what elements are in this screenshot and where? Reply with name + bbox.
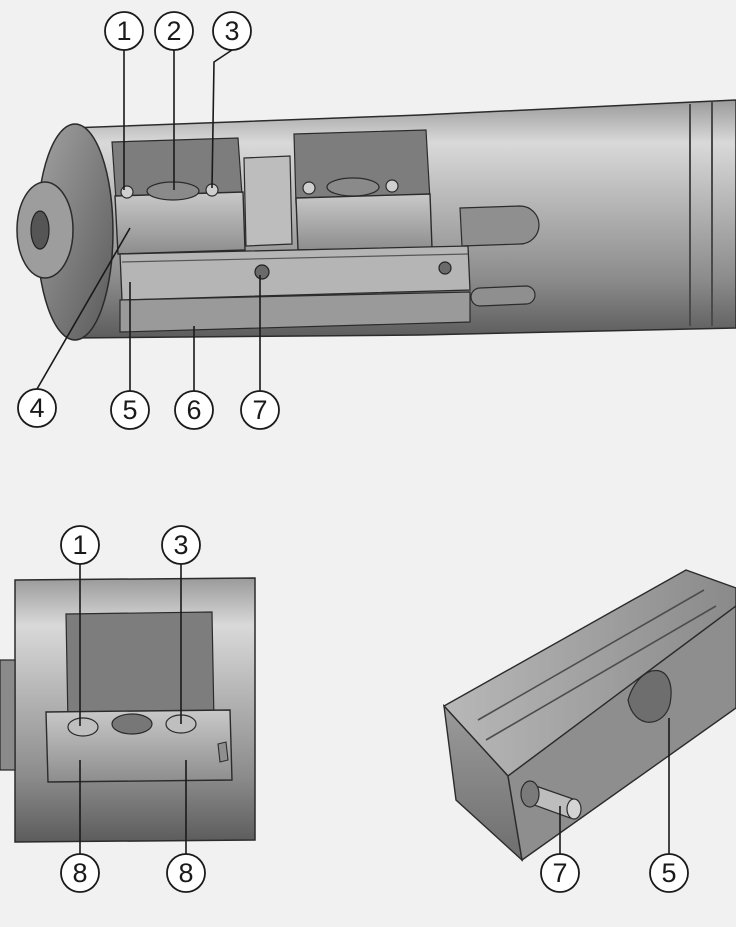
callout: 8: [60, 853, 100, 893]
clamp-block: [295, 193, 433, 251]
screw-head: [385, 179, 399, 193]
pin: [254, 264, 270, 280]
callout-circle: [540, 853, 580, 893]
callout-number: 3: [224, 16, 239, 46]
clamp-block: [114, 191, 246, 255]
callout-number: 6: [186, 395, 201, 425]
screw-head: [120, 185, 134, 199]
center-bore: [30, 210, 50, 250]
callout-number: 8: [178, 858, 193, 888]
slot: [459, 205, 540, 247]
screw-head: [67, 717, 99, 737]
insert-view: [442, 569, 736, 862]
spacer-block: [243, 155, 293, 247]
callout-number: 7: [252, 395, 267, 425]
callout-circle: [174, 390, 214, 430]
callout-circle: [60, 525, 100, 565]
callout-number: 3: [173, 530, 188, 560]
pin-end: [566, 798, 582, 820]
callout-circle: [154, 11, 194, 51]
callout: 3: [161, 525, 201, 565]
slot: [217, 741, 229, 763]
screw-head: [326, 177, 380, 197]
pin: [438, 261, 452, 275]
assembly-view: [16, 49, 736, 391]
callout-number: 4: [29, 393, 44, 423]
callout-number: 1: [72, 530, 87, 560]
screw-head: [111, 713, 153, 735]
callout-number: 1: [116, 16, 131, 46]
callout: 5: [649, 853, 689, 893]
screw-head: [146, 181, 200, 201]
callout: 5: [110, 390, 150, 430]
leader-lines: [36, 49, 261, 391]
callout: 1: [60, 525, 100, 565]
callout: 8: [166, 853, 206, 893]
callout: 3: [212, 11, 252, 51]
detail-view: [0, 564, 256, 854]
callout-circle: [649, 853, 689, 893]
rail-edge: [121, 253, 469, 263]
callout-number: 7: [552, 858, 567, 888]
callout-number: 5: [122, 395, 137, 425]
shank: [0, 659, 16, 771]
callout-circle: [110, 390, 150, 430]
insert-groove: [485, 605, 717, 741]
cartridge-pocket: [65, 611, 215, 725]
screw-head: [302, 181, 316, 195]
leader-lines: [79, 564, 187, 854]
callout-circle: [60, 853, 100, 893]
callout-circle: [17, 388, 57, 428]
callout-circle: [104, 11, 144, 51]
insert-recess: [627, 669, 672, 723]
insert-groove: [477, 589, 705, 721]
callout-circle: [161, 525, 201, 565]
guide-rail: [119, 245, 471, 301]
callout-circle: [240, 390, 280, 430]
lower-strip: [119, 291, 471, 333]
callout: 6: [174, 390, 214, 430]
callout: 4: [17, 388, 57, 428]
pin-base: [520, 780, 540, 808]
leader-lines: [559, 718, 670, 854]
callout-circle: [212, 11, 252, 51]
callout-layer: 1 2 3 4 5 6 7 1 3 8 8 7 5: [17, 11, 689, 893]
callout-number: 5: [661, 858, 676, 888]
callout: 1: [104, 11, 144, 51]
callout: 7: [540, 853, 580, 893]
slot: [470, 285, 536, 307]
callout: 2: [154, 11, 194, 51]
callout-number: 2: [166, 16, 181, 46]
callout-number: 8: [72, 858, 87, 888]
callout-circle: [166, 853, 206, 893]
callout: 7: [240, 390, 280, 430]
